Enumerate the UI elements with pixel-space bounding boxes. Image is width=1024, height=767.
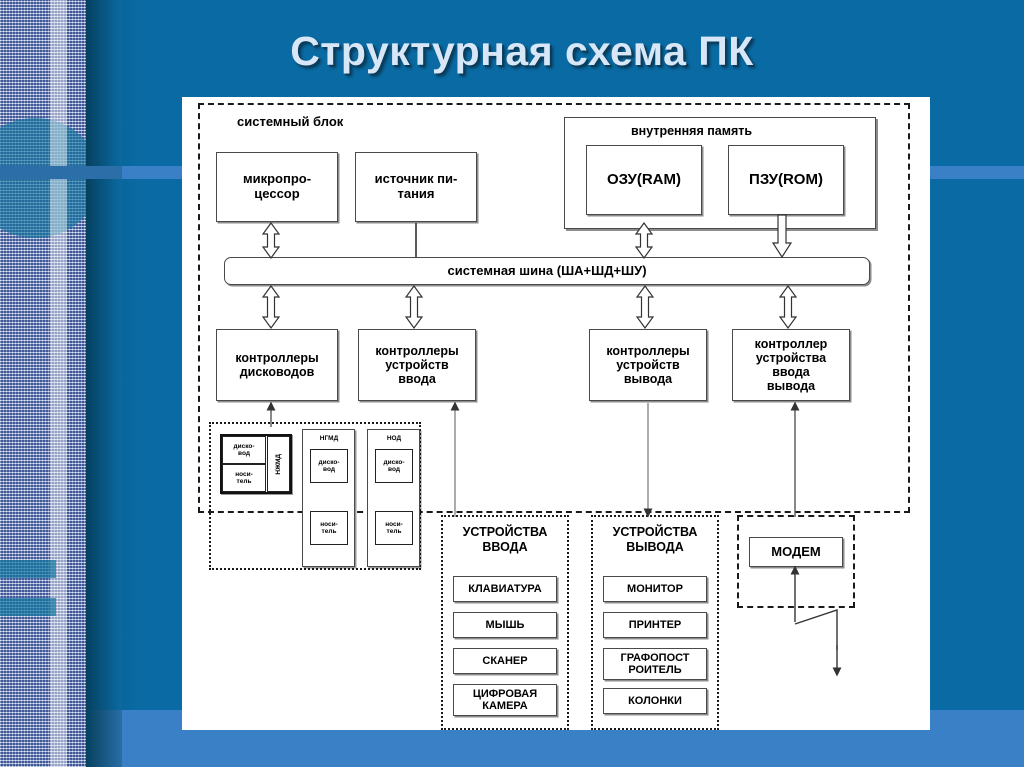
- output-device-speakers[interactable]: КОЛОНКИ: [603, 688, 707, 714]
- controller-io-device[interactable]: контроллер устройства ввода вывода: [732, 329, 850, 401]
- controller-input-devices[interactable]: контроллеры устройств ввода: [358, 329, 476, 401]
- output-devices-region: [591, 515, 719, 730]
- input-device-keyboard[interactable]: КЛАВИАТУРА: [453, 576, 557, 602]
- system-unit-region: [198, 103, 910, 513]
- hdd-part-media[interactable]: носи- тель: [222, 464, 266, 492]
- drive-unit-ngmd-media[interactable]: носи- тель: [310, 511, 348, 545]
- box-microprocessor[interactable]: микропро- цессор: [216, 152, 338, 222]
- drive-unit-nod-title: НОД: [386, 435, 402, 442]
- decorative-texture-panel: [0, 0, 100, 767]
- hdd-vertical-label-text: НЖМД: [274, 453, 282, 475]
- drive-group-region: [209, 422, 421, 570]
- input-device-digital-camera[interactable]: ЦИФРОВАЯ КАМЕРА: [453, 684, 557, 716]
- drive-unit-nod-drive[interactable]: диско- вод: [375, 449, 413, 483]
- drive-unit-nod-media[interactable]: носи- тель: [375, 511, 413, 545]
- memory-box-ram[interactable]: ОЗУ(RAM): [586, 145, 702, 215]
- system-unit-label: системный блок: [237, 114, 344, 129]
- system-bus[interactable]: системная шина (ША+ШД+ШУ): [224, 257, 870, 285]
- decorative-horizontal-stripe-dark: [0, 166, 122, 179]
- memory-box-rom[interactable]: ПЗУ(ROM): [728, 145, 844, 215]
- modem-box[interactable]: МОДЕМ: [749, 537, 843, 567]
- output-devices-title: УСТРОЙСТВА ВЫВОДА: [612, 525, 698, 554]
- modem-region: [737, 515, 855, 608]
- output-device-plotter[interactable]: ГРАФОПОСТ РОИТЕЛЬ: [603, 648, 707, 680]
- controller-disk-drives[interactable]: контроллеры дисководов: [216, 329, 338, 401]
- box-power-supply[interactable]: источник пи- тания: [355, 152, 477, 222]
- input-device-mouse[interactable]: МЫШЬ: [453, 612, 557, 638]
- controller-output-devices[interactable]: контроллеры устройств вывода: [589, 329, 707, 401]
- drive-unit-ngmd-drive[interactable]: диско- вод: [310, 449, 348, 483]
- decorative-bar-2: [0, 598, 56, 616]
- decorative-bottom-bar-left: [86, 710, 122, 767]
- decorative-vertical-stripe: [50, 0, 67, 767]
- output-device-printer[interactable]: ПРИНТЕР: [603, 612, 707, 638]
- internal-memory-label: внутренняя память: [631, 124, 753, 138]
- input-devices-title: УСТРОЙСТВА ВВОДА: [462, 525, 548, 554]
- drive-unit-ngmd-title: НГМД: [319, 435, 339, 442]
- hdd-vertical-label: НЖМД: [267, 436, 290, 492]
- diagram-canvas: системный блок внутренняя память ОЗУ(RAM…: [182, 97, 930, 730]
- page-title: Структурная схема ПК: [290, 28, 754, 74]
- output-device-monitor[interactable]: МОНИТОР: [603, 576, 707, 602]
- phone-line-zigzag: [794, 609, 838, 650]
- decorative-bar-1: [0, 560, 56, 578]
- input-device-scanner[interactable]: СКАНЕР: [453, 648, 557, 674]
- hdd-part-drive[interactable]: диско- вод: [222, 436, 266, 464]
- input-devices-region: [441, 515, 569, 730]
- decorative-gradient-fade: [86, 0, 122, 767]
